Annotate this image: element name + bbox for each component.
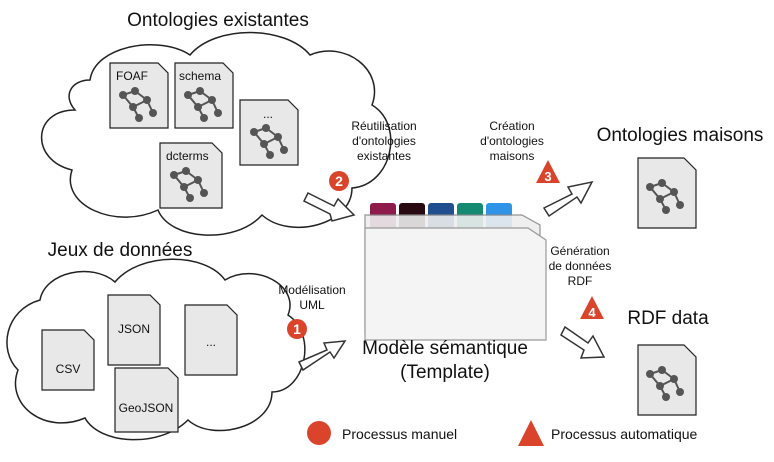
rdf-data-title: RDF data [627,308,709,329]
legend-automatic-label: Processus automatique [551,426,698,442]
svg-text:2: 2 [335,173,343,189]
step-2-marker: 2 [329,171,349,191]
step-creation-label: Création d'ontologies maisons [480,119,544,163]
model-title: Modèle sémantique [362,338,528,359]
svg-text:1: 1 [293,321,301,337]
step-4-marker: 4 [580,296,604,320]
doc-ellipsis-label: ... [263,107,273,121]
step-modeling-label: Modélisation UML [278,283,345,312]
doc-rdf-data [637,344,697,416]
doc-ellipsis-ontology: ... [239,99,299,166]
step-generation-label: Génération de données RDF [549,244,612,288]
svg-text:Réutilisation: Réutilisation [351,119,416,133]
legend-manual-icon [307,421,331,445]
doc-foaf: FOAF [109,62,169,129]
doc-ellipsis-dataset: ... [184,304,238,376]
model-subtitle: (Template) [400,362,490,383]
doc-home-ontology [637,157,697,229]
doc-json: JSON [107,294,161,366]
legend-manual-label: Processus manuel [342,426,457,442]
step-1-marker: 1 [287,319,307,339]
doc-dcterms-label: dcterms [166,149,209,163]
arrow-creation [542,180,594,218]
svg-text:d'ontologies: d'ontologies [352,134,416,148]
arrow-modeling [297,340,347,372]
svg-text:d'ontologies: d'ontologies [480,134,544,148]
doc-geojson: GeoJSON [114,367,179,433]
doc-json-label: JSON [118,322,150,336]
svg-text:4: 4 [588,305,596,320]
doc-csv: CSV [41,329,95,391]
doc-csv-label: CSV [56,362,81,376]
svg-text:Création: Création [489,119,534,133]
semantic-model-folder: Modèle sémantique (Template) [362,203,547,383]
svg-text:existantes: existantes [357,149,411,163]
step-reuse-label: Réutilisation d'ontologies existantes [351,119,416,163]
arrow-reuse [302,191,356,222]
svg-text:de données: de données [549,259,612,273]
arrow-generation [560,325,606,359]
doc-geojson-label: GeoJSON [119,401,174,415]
doc-schema-label: schema [179,69,221,83]
doc-schema: schema [174,62,234,129]
svg-text:Modélisation: Modélisation [278,283,345,297]
doc-foaf-label: FOAF [116,69,148,83]
datasets-title: Jeux de données [48,240,193,261]
svg-text:RDF: RDF [568,274,593,288]
svg-text:maisons: maisons [490,149,535,163]
svg-text:Génération: Génération [550,244,609,258]
doc-dcterms: dcterms [159,142,223,209]
doc-ellipsis-dataset-label: ... [206,335,216,349]
home-ontologies-title: Ontologies maisons [597,125,764,146]
legend-automatic-icon [518,420,544,446]
legend: Processus manuel Processus automatique [307,420,698,446]
existing-ontologies-title: Ontologies existantes [127,10,309,31]
step-3-marker: 3 [536,160,560,184]
svg-text:UML: UML [299,298,325,312]
svg-text:3: 3 [544,169,551,184]
